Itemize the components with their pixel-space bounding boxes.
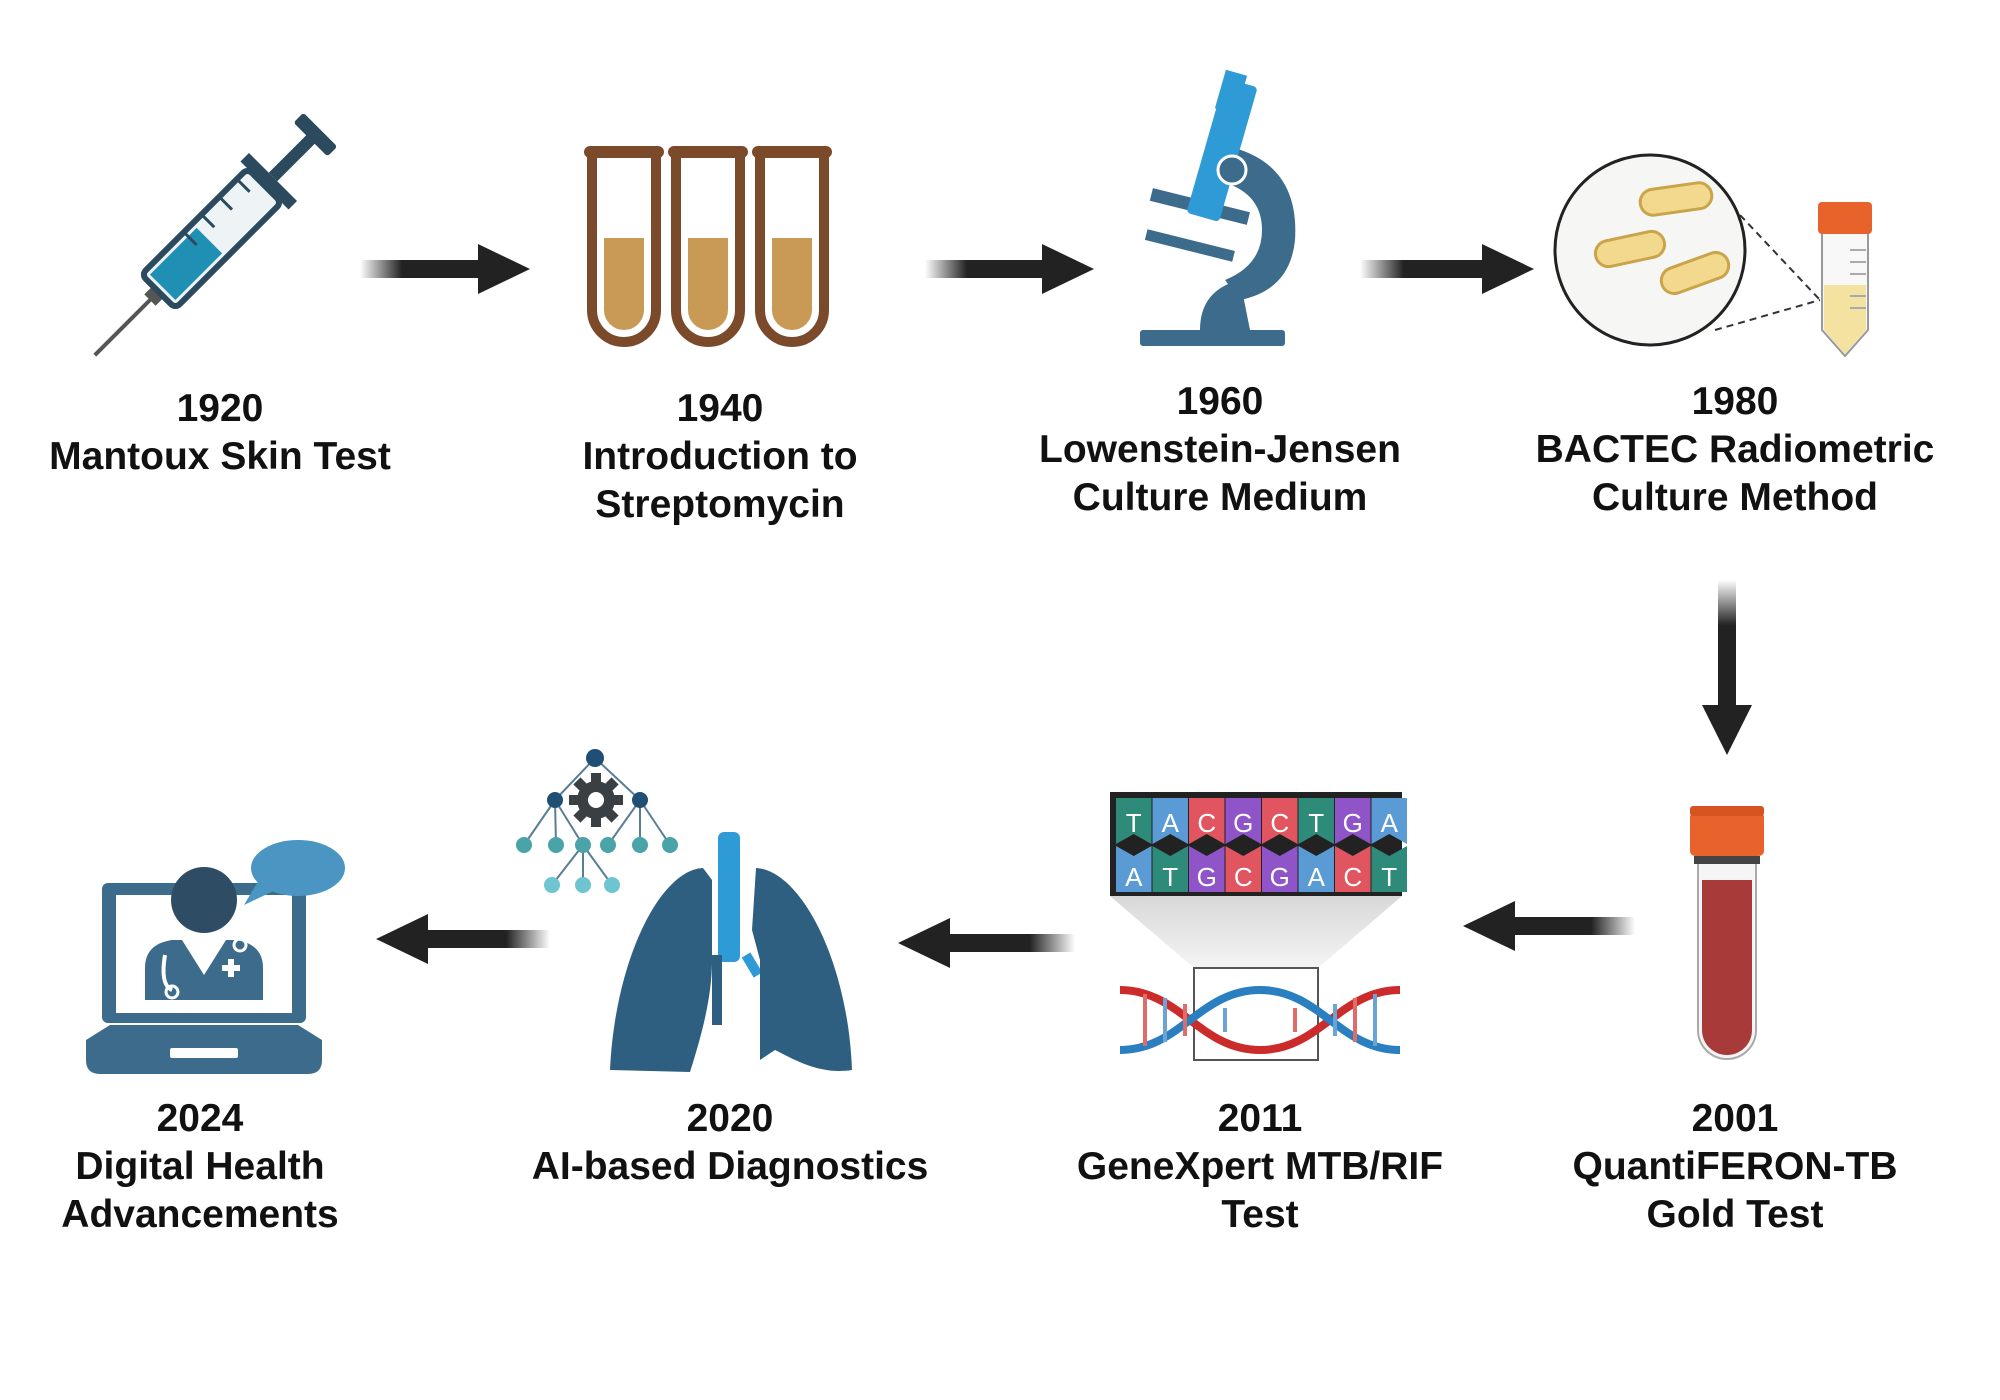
dna-base-tile: C	[1189, 798, 1225, 844]
dna-base-letter: C	[1197, 808, 1216, 838]
milestone-year: 2020	[686, 1097, 774, 1140]
milestone-1960: 1960 Lowenstein-Jensen Culture Medium	[1010, 378, 1430, 522]
milestone-year: 2001	[1691, 1097, 1779, 1140]
arrow-2011-2020	[898, 918, 1075, 968]
telehealth-laptop-icon	[86, 840, 345, 1074]
dna-base-letter: G	[1270, 862, 1290, 892]
dna-base-letter: G	[1233, 808, 1253, 838]
dna-base-letter: T	[1162, 862, 1178, 892]
dna-base-tile: C	[1262, 798, 1298, 844]
milestone-2011: 2011 GeneXpert MTB/RIF Test	[1040, 1095, 1480, 1239]
arrow-1980-2001	[1702, 580, 1752, 755]
dna-base-letter: T	[1126, 808, 1142, 838]
gear-icon	[569, 773, 623, 827]
milestone-year: 1980	[1691, 380, 1779, 423]
milestone-title: Gold Test	[1646, 1193, 1824, 1236]
milestone-title: Test	[1221, 1193, 1299, 1236]
milestone-title: Lowenstein-Jensen	[1039, 428, 1401, 471]
arrow-1960-1980	[1360, 244, 1534, 294]
milestone-title: AI-based Diagnostics	[531, 1145, 929, 1188]
dna-base-tile: T	[1152, 846, 1188, 892]
milestone-title: Culture Method	[1592, 476, 1878, 519]
milestone-title: GeneXpert MTB/RIF	[1076, 1145, 1444, 1188]
milestone-title: QuantiFERON-TB	[1572, 1145, 1898, 1188]
dna-base-letter: C	[1270, 808, 1289, 838]
dna-base-tile: C	[1335, 846, 1371, 892]
milestone-title: Introduction to	[582, 435, 858, 478]
dna-base-letter: C	[1343, 862, 1362, 892]
milestone-1940: 1940 Introduction to Streptomycin	[520, 385, 920, 529]
syringe-icon	[93, 113, 337, 357]
dna-base-letter: A	[1308, 862, 1326, 892]
milestone-2020: 2020 AI-based Diagnostics	[510, 1095, 950, 1191]
dna-base-tile: G	[1225, 798, 1261, 844]
blood-tube-icon	[1690, 806, 1764, 1060]
dna-base-letter: A	[1125, 862, 1143, 892]
milestone-title: Mantoux Skin Test	[49, 435, 391, 478]
dna-base-letter: A	[1162, 808, 1180, 838]
milestone-title: Advancements	[61, 1193, 339, 1236]
test-tubes-icon	[584, 146, 832, 347]
milestone-title: Digital Health	[75, 1145, 325, 1188]
milestone-2024: 2024 Digital Health Advancements	[20, 1095, 380, 1239]
lungs-ai-icon	[516, 749, 852, 1072]
dna-base-letter: C	[1234, 862, 1253, 892]
bacteria-culture-icon	[1553, 153, 1872, 358]
arrow-2020-2024	[376, 914, 550, 964]
dna-base-tile: T	[1298, 798, 1334, 844]
dna-base-tile: A	[1371, 798, 1407, 844]
milestone-title: Culture Medium	[1072, 476, 1368, 519]
dna-base-tile: T	[1116, 798, 1152, 844]
dna-base-tile: A	[1298, 846, 1334, 892]
milestone-title: BACTEC Radiometric	[1535, 428, 1935, 471]
milestone-1920: 1920 Mantoux Skin Test	[30, 385, 410, 481]
arrow-2001-2011	[1463, 901, 1635, 951]
milestone-year: 2024	[156, 1097, 244, 1140]
milestone-2001: 2001 QuantiFERON-TB Gold Test	[1530, 1095, 1940, 1239]
dna-base-tile: A	[1152, 798, 1188, 844]
dna-base-letter: G	[1343, 808, 1363, 838]
dna-base-letter: A	[1381, 808, 1399, 838]
dna-base-tile: G	[1189, 846, 1225, 892]
dna-base-letter: G	[1197, 862, 1217, 892]
dna-base-tile: G	[1262, 846, 1298, 892]
milestone-year: 1960	[1176, 380, 1264, 423]
dna-base-tile: G	[1335, 798, 1371, 844]
milestone-year: 1920	[176, 387, 264, 430]
chat-bubble-icon	[244, 840, 345, 905]
dna-base-tile: A	[1116, 846, 1152, 892]
arrow-1920-1940	[360, 244, 530, 294]
milestone-1980: 1980 BACTEC Radiometric Culture Method	[1505, 378, 1965, 522]
milestone-year: 2011	[1217, 1097, 1303, 1140]
milestone-title: Streptomycin	[595, 483, 845, 526]
milestone-year: 1940	[676, 387, 764, 430]
dna-base-letter: T	[1381, 862, 1397, 892]
arrow-1940-1960	[925, 244, 1094, 294]
dna-base-letter: T	[1308, 808, 1324, 838]
dna-base-tile: C	[1225, 846, 1261, 892]
dna-base-tile: T	[1371, 846, 1407, 892]
microscope-icon	[1140, 69, 1296, 346]
